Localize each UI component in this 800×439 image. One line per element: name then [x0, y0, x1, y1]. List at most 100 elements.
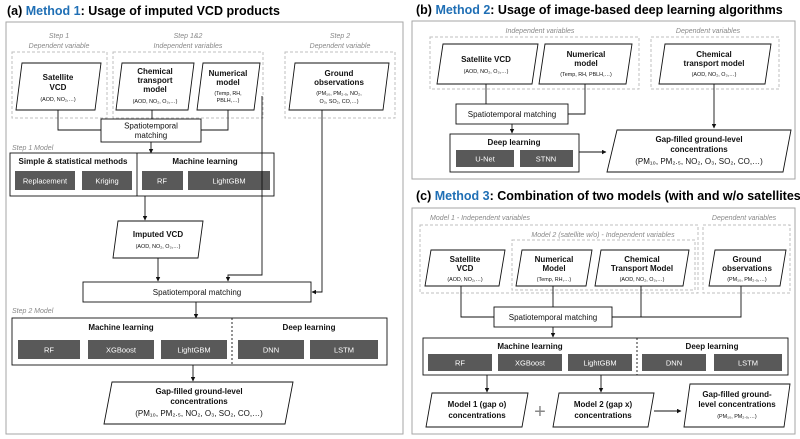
panel-c-title: (c) Method 3: Combination of two models …: [416, 189, 800, 203]
svg-text:Spatiotemporal matching: Spatiotemporal matching: [153, 288, 242, 297]
svg-text:LSTM: LSTM: [334, 346, 354, 355]
svg-text:XGBoost: XGBoost: [515, 359, 546, 368]
b-spatiotemporal-matching: Spatiotemporal matching: [455, 103, 569, 125]
a-step2-lightgbm-box: [161, 340, 227, 359]
c-dl-title: Deep learning: [686, 342, 739, 351]
a-numerical-model-node: Numerical model (Temp, RH, PBLH,…): [196, 62, 261, 111]
svg-text:Chemical: Chemical: [137, 67, 173, 76]
svg-text:(Temp, RH,: (Temp, RH,: [214, 91, 242, 97]
c-rf-box: [428, 354, 492, 371]
svg-text:Ground: Ground: [325, 69, 354, 78]
c-plus-sign: +: [534, 401, 546, 423]
a-lightgbm-box: [188, 171, 270, 190]
svg-text:Spatiotemporal matching: Spatiotemporal matching: [468, 110, 557, 119]
c-model2-output-node: Model 2 (gap x) concentrations: [552, 392, 655, 428]
svg-text:concentrations: concentrations: [170, 397, 228, 406]
c-conn-sat-stm: [460, 286, 494, 318]
b-output-node: Gap-filled ground-level concentrations (…: [606, 129, 792, 173]
a-step2-lstm-box: [310, 340, 378, 359]
svg-text:Numerical: Numerical: [535, 255, 574, 264]
svg-text:Gap-filled ground-level: Gap-filled ground-level: [155, 387, 242, 396]
svg-text:LightGBM: LightGBM: [177, 346, 210, 355]
svg-text:(AOD, NO₂, O₃,…): (AOD, NO₂, O₃,…): [133, 99, 178, 105]
svg-text:U-Net: U-Net: [475, 155, 496, 164]
a-step1-dep-group: [11, 51, 108, 119]
a-spatiotemporal-matching-1: Spatiotemporal matching: [100, 118, 202, 143]
svg-text:LSTM: LSTM: [738, 359, 758, 368]
svg-text:concentrations: concentrations: [670, 145, 728, 154]
a-step2-label: Step 2: [330, 33, 350, 40]
svg-text:(AOD, NO₂,…): (AOD, NO₂,…): [447, 277, 483, 283]
a-replacement-box: [15, 171, 75, 190]
svg-text:RF: RF: [44, 346, 54, 355]
c-lstm-box: [714, 354, 782, 371]
c-model2-indep-group: [511, 239, 696, 291]
svg-text:(Temp, RH,…): (Temp, RH,…): [537, 277, 572, 283]
c-model1-output-node: Model 1 (gap o) concentrations: [425, 392, 529, 428]
svg-text:(AOD, NO₂, O₃,…): (AOD, NO₂, O₃,…): [464, 69, 509, 75]
svg-text:Kriging: Kriging: [95, 177, 118, 186]
c-chemical-transport-model-node: Chemical Transport Model (AOD, NO₂, O₃,……: [594, 249, 690, 287]
a-ground-observations-node: Ground observations (PM₁₀, PM₂.₅, NO₂, O…: [288, 62, 390, 111]
b-unet-box: [456, 150, 514, 167]
b-numerical-model-node: Numerical model (Temp, RH, PBLH,…): [538, 43, 633, 85]
svg-text:transport: transport: [137, 76, 172, 85]
svg-text:(PM₁₀, PM₂.₅,…): (PM₁₀, PM₂.₅,…): [727, 277, 767, 283]
panel-a-title: (a) Method 1: Usage of imputed VCD produ…: [7, 4, 280, 18]
svg-text:Chemical: Chemical: [696, 50, 732, 59]
c-ml-title: Machine learning: [497, 342, 562, 351]
svg-text:LightGBM: LightGBM: [583, 359, 616, 368]
a-step2-xgboost-box: [88, 340, 154, 359]
a-step12-label: Step 1&2: [174, 33, 203, 40]
c-ground-observations-node: Ground observations (PM₁₀, PM₂.₅,…): [708, 249, 787, 287]
b-stnn-box: [520, 150, 573, 167]
svg-text:matching: matching: [135, 131, 167, 140]
c-numerical-model-node: Numerical Model (Temp, RH,…): [515, 249, 593, 287]
svg-text:(AOD, NO₂,…): (AOD, NO₂,…): [40, 97, 76, 103]
a-arrow-ground-stm2: [311, 110, 323, 295]
a-step1-label: Step 1: [49, 33, 69, 40]
svg-text:Ground: Ground: [733, 255, 762, 264]
svg-text:Deep learning: Deep learning: [488, 138, 541, 147]
svg-text:Satellite: Satellite: [450, 255, 481, 264]
b-indep-label: Independent variables: [506, 28, 575, 35]
a-step2-model-box: Machine learning Deep learning RF XGBoos…: [11, 317, 388, 366]
panel-b: (b) Method 2: Usage of image-based deep …: [411, 3, 796, 180]
svg-text:(PM₁₀, PM₂.₅, NO₂, O₃, SO₂, CO: (PM₁₀, PM₂.₅, NO₂, O₃, SO₂, CO,…): [635, 157, 763, 166]
a-arrow-num-stm2: [225, 96, 263, 282]
b-indep-group: [429, 36, 640, 90]
svg-text:model: model: [216, 78, 240, 87]
a-indep-label: Independent variables: [154, 43, 223, 50]
svg-text:concentrations: concentrations: [574, 411, 632, 420]
svg-text:Spatiotemporal: Spatiotemporal: [124, 122, 178, 131]
svg-text:DNN: DNN: [263, 346, 279, 355]
a-conn-num-stm1: [201, 110, 229, 131]
a-satellite-vcd-node: Satellite VCD (AOD, NO₂,…): [15, 62, 102, 111]
svg-text:Satellite: Satellite: [43, 73, 74, 82]
a-rf-box: [142, 171, 183, 190]
svg-text:Transport Model: Transport Model: [611, 264, 673, 273]
svg-text:PBLH,…): PBLH,…): [217, 98, 240, 104]
panel-c: (c) Method 3: Combination of two models …: [411, 189, 800, 435]
b-satellite-vcd-node: Satellite VCD (AOD, NO₂, O₃,…): [436, 43, 539, 85]
a-ml-title: Machine learning: [172, 157, 237, 166]
c-lightgbm-box: [568, 354, 632, 371]
c-conn-ground-stm: [612, 286, 742, 318]
svg-text:RF: RF: [455, 359, 465, 368]
svg-text:Chemical: Chemical: [624, 255, 660, 264]
svg-text:(AOD, NO₂, O₃,…): (AOD, NO₂, O₃,…): [620, 277, 665, 283]
svg-text:Model 2 (gap x): Model 2 (gap x): [574, 400, 633, 409]
svg-text:Gap-filled ground-: Gap-filled ground-: [702, 390, 772, 399]
svg-text:(AOD, NO₂, O₃,…): (AOD, NO₂, O₃,…): [136, 244, 181, 250]
a-step2-dnn-box: [238, 340, 304, 359]
svg-text:(PM₁₀, PM₂.₅,…): (PM₁₀, PM₂.₅,…): [717, 414, 757, 420]
a-step2-rf-box: [18, 340, 80, 359]
svg-text:concentrations: concentrations: [448, 411, 506, 420]
svg-text:observations: observations: [722, 264, 772, 273]
a-spatiotemporal-matching-2: Spatiotemporal matching: [82, 281, 312, 303]
a-step1-model-label: Step 1 Model: [12, 145, 54, 152]
svg-text:(Temp, RH, PBLH,…): (Temp, RH, PBLH,…): [560, 72, 612, 78]
a-step2-dep-group: [284, 51, 396, 119]
a-step1-model-box: Simple & statistical methods Machine lea…: [9, 152, 275, 197]
